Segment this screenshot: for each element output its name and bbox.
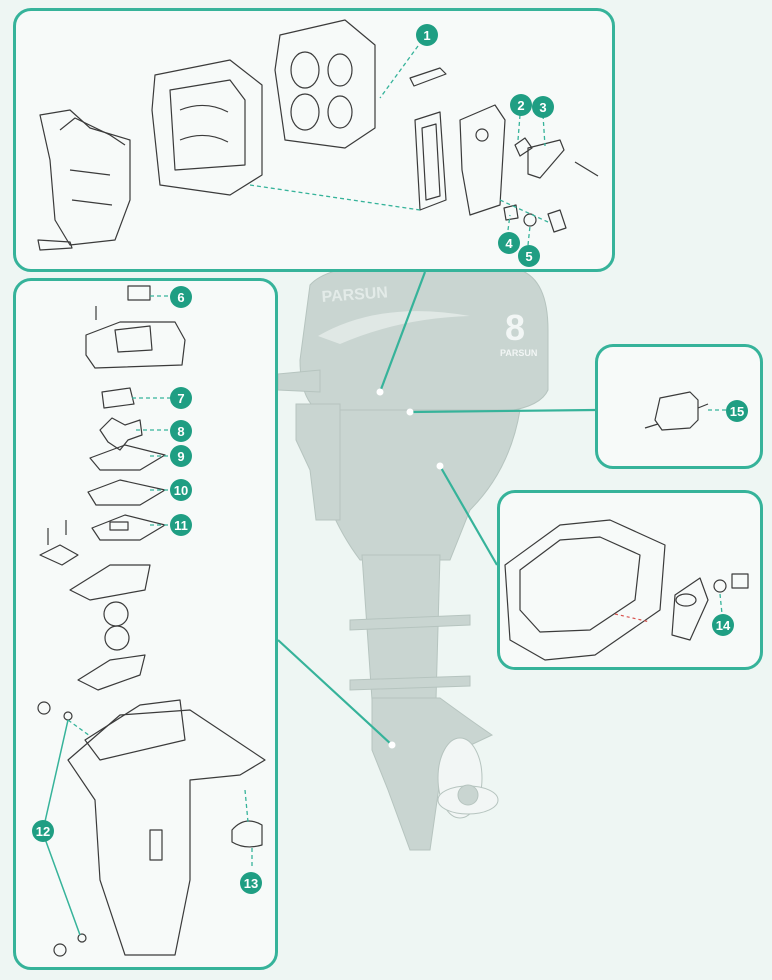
drive-shaft-housing-panel	[497, 490, 763, 670]
motor-brand-small-label: PARSUN	[500, 348, 537, 358]
lower-unit-panel	[13, 278, 278, 970]
callout-3: 3	[532, 96, 554, 118]
callout-1: 1	[416, 24, 438, 46]
callout-7: 7	[170, 387, 192, 409]
callout-12: 12	[32, 820, 54, 842]
callout-10: 10	[170, 479, 192, 501]
callout-2: 2	[510, 94, 532, 116]
callout-15: 15	[726, 400, 748, 422]
motor-brand-label: PARSUN	[321, 284, 388, 306]
callout-11: 11	[170, 514, 192, 536]
callout-5: 5	[518, 245, 540, 267]
callout-14: 14	[712, 614, 734, 636]
callout-6: 6	[170, 286, 192, 308]
callout-13: 13	[240, 872, 262, 894]
powerhead-panel	[13, 8, 615, 272]
callout-9: 9	[170, 445, 192, 467]
motor-power-label: 8	[505, 307, 525, 348]
callout-8: 8	[170, 420, 192, 442]
callout-4: 4	[498, 232, 520, 254]
